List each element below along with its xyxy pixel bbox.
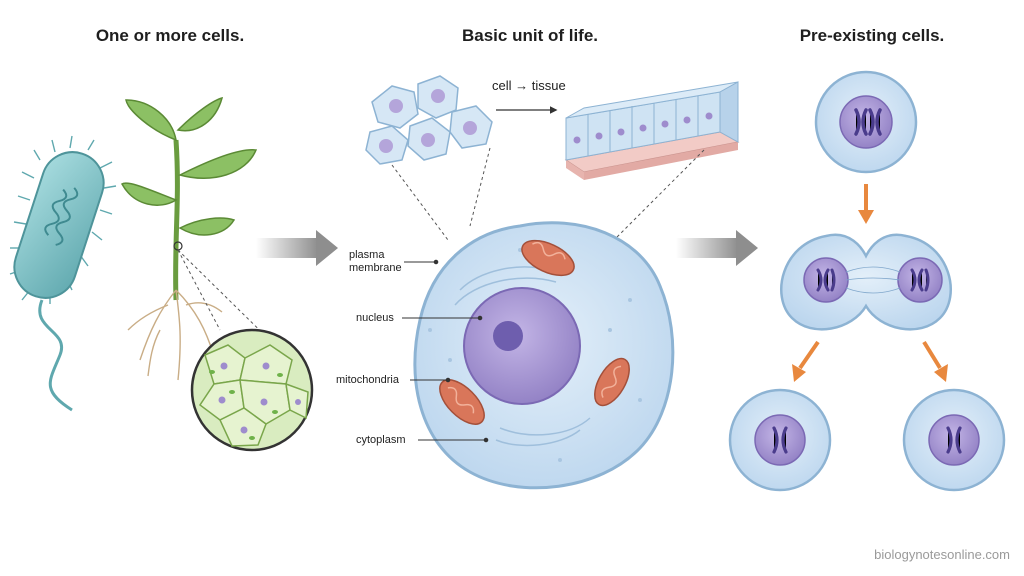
daughter-cell-left [728,388,832,492]
parent-cell [814,70,918,174]
dividing-cell [780,233,952,331]
mitochondrion-icon [521,239,575,277]
chromosome-icon [854,108,882,136]
orange-arrow-down [858,184,874,224]
title-basic-unit-of-life: Basic unit of life. [461,26,599,45]
cell-to-tissue-label: cell → tissue [492,78,566,93]
label-nucleus: nucleus [356,312,394,324]
orange-arrow-left [792,340,820,382]
cell-icon [413,221,675,490]
title-pre-existing-cells: Pre-existing cells. [799,26,945,45]
watermark: biologynotesonline.com [874,547,1010,562]
label-plasma-line1: plasma [349,249,385,261]
arrow-left-to-middle [256,230,338,266]
tissue-block [564,81,740,180]
label-mitochondria: mitochondria [336,374,399,386]
label-cytoplasm: cytoplasm [356,434,406,446]
daughter-cell-right [902,388,1006,492]
mitochondrion-icon [439,379,485,425]
label-plasma-membrane: plasma membrane [349,249,402,275]
mitochondrion-icon [594,357,630,407]
flow-to: tissue [531,78,566,93]
bacterium-icon [9,135,117,412]
arrow-middle-to-right [676,230,758,266]
flow-arrow: → [515,78,529,93]
orange-arrow-right [922,340,948,382]
title-one-or-more-cells: One or more cells. [95,26,245,45]
plant-tissue-magnified [190,328,314,452]
flow-from: cell [492,78,512,93]
label-plasma-line2: membrane [349,262,402,274]
plant-icon [121,96,258,381]
